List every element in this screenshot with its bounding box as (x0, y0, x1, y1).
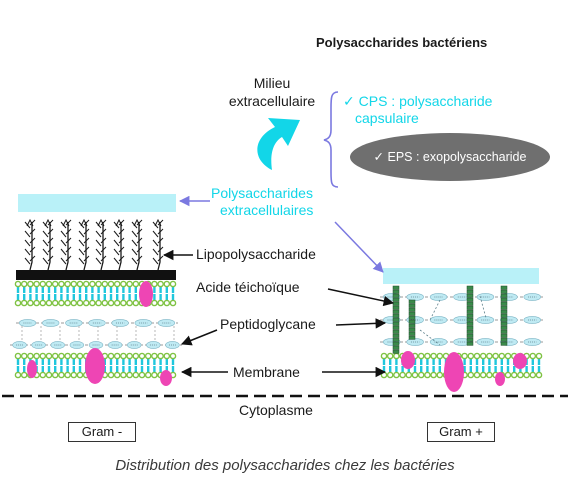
cps-label-line2: capsulaire (355, 110, 419, 126)
extracellular-label-line2: extracellulaires (220, 202, 314, 218)
eps-ellipse-label: ✓ EPS : exopolysaccharide (350, 133, 550, 181)
gram-pos-capsule-box (383, 268, 539, 284)
cytoplasm-label: Cytoplasme (239, 402, 313, 418)
milieu-label-line1: Milieu (253, 75, 291, 91)
arrow-to-gram-pos-capsule (334, 221, 384, 273)
gram-negative-label: Gram - (68, 422, 136, 442)
extracellular-label-line1: Polysaccharides (211, 185, 313, 201)
diagram-title: Polysaccharides bactériens (316, 35, 488, 50)
gram-pos-layers (380, 285, 544, 392)
cyan-curved-arrow (257, 118, 300, 170)
cps-label-line1: ✓ CPS : polysaccharide (343, 93, 493, 109)
lipopolysaccharide-chains (24, 218, 164, 271)
arrow-peptido-neg (181, 329, 218, 346)
teichoic-acid-label: Acide téichoïque (196, 279, 300, 295)
peptidoglycan-label: Peptidoglycane (220, 316, 316, 332)
gram-positive-label: Gram + (427, 422, 495, 442)
lipopolysaccharide-label: Lipopolysaccharide (196, 246, 316, 262)
cps-eps-bracket (323, 91, 339, 188)
gram-neg-layers (10, 270, 182, 386)
milieu-label-line2: extracellulaire (228, 93, 316, 109)
figure-caption: Distribution des polysaccharides chez le… (115, 457, 455, 474)
membrane-label: Membrane (233, 364, 300, 380)
arrow-teichoic (327, 288, 395, 307)
arrow-peptido-pos (335, 318, 387, 329)
gram-neg-capsule-box (18, 194, 176, 212)
